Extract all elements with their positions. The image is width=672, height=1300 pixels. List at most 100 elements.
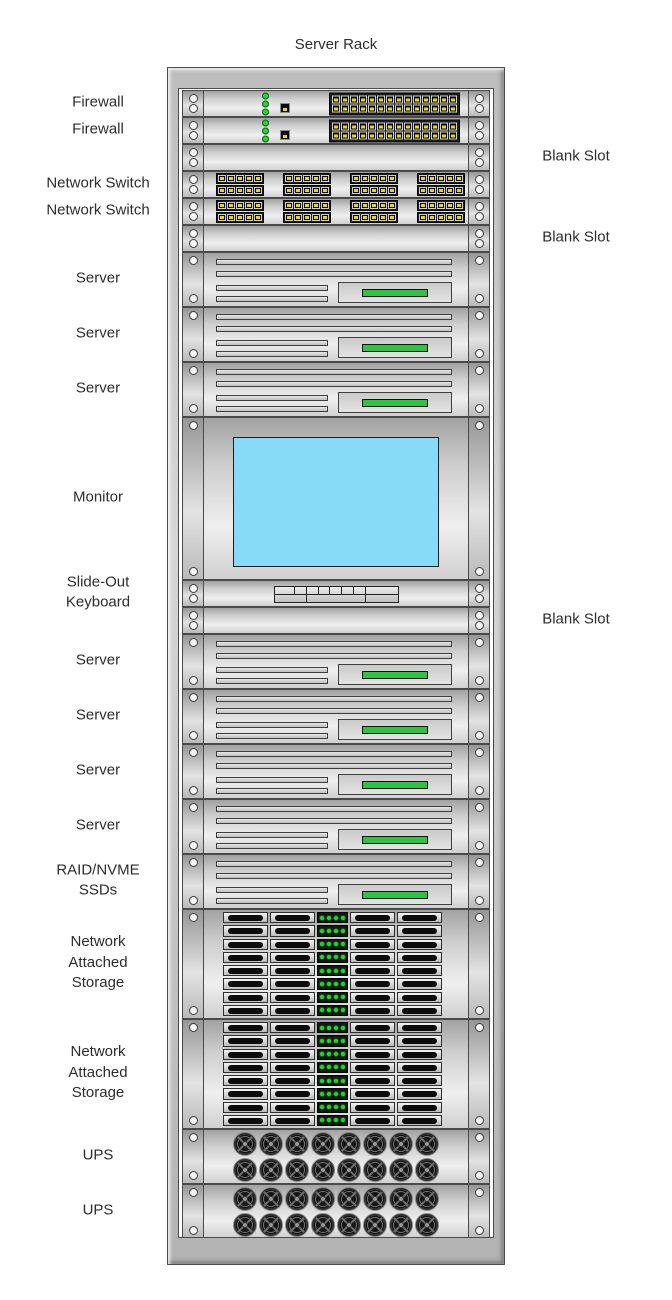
screw-icon (188, 841, 198, 850)
drive-bay (397, 1004, 442, 1016)
rack-unit-monitor[interactable] (182, 417, 490, 580)
screw-icon (188, 349, 198, 358)
ethernet-port-icon (377, 95, 385, 103)
drive-bay (223, 1035, 268, 1047)
screw-icon (188, 638, 198, 647)
ethernet-port-icon (413, 104, 421, 112)
rack-rail (183, 910, 204, 1018)
server-rack-frame[interactable] (167, 67, 505, 1265)
rack-unit-blank[interactable] (182, 225, 490, 252)
ethernet-port-icon (428, 202, 436, 209)
drive-slot (216, 285, 328, 291)
screw-icon (474, 404, 484, 413)
status-bar-led (362, 343, 428, 352)
drive-led-icon (340, 941, 346, 948)
rack-unit-blank[interactable] (182, 144, 490, 171)
unit-label: Server (75, 269, 121, 287)
ethernet-port-icon (370, 187, 378, 194)
drive-led-icon (340, 1090, 346, 1097)
drive-bay (270, 1022, 315, 1034)
drive-led-icon (326, 927, 332, 934)
screw-icon (474, 421, 484, 430)
screw-icon (188, 803, 198, 812)
fan-icon (311, 1186, 335, 1211)
ethernet-port-icon (254, 214, 262, 221)
drive-led-icon (333, 1051, 339, 1058)
drive-slot (216, 861, 452, 867)
fan-icon (415, 1157, 439, 1182)
rack-unit-switch[interactable] (182, 198, 490, 225)
status-led-icon (262, 127, 269, 134)
fan-icon (337, 1212, 361, 1237)
rack-unit-nas[interactable] (182, 909, 490, 1019)
drive-slot (216, 369, 452, 375)
drive-led-icon (326, 1077, 332, 1084)
rack-unit-ups[interactable] (182, 1184, 490, 1237)
port-strip (216, 200, 264, 211)
fan-icon (337, 1157, 361, 1182)
screw-icon (188, 1116, 198, 1125)
drive-led-icon (340, 927, 346, 934)
drive-bay (350, 1114, 395, 1126)
unit-label: Server (75, 651, 121, 669)
drive-bay (397, 965, 442, 977)
rack-unit-blank[interactable] (182, 607, 490, 634)
drive-slot (216, 898, 328, 904)
screw-icon (188, 148, 198, 157)
fan-icon (415, 1212, 439, 1237)
drive-handle (354, 928, 391, 935)
drive-slot (216, 806, 452, 812)
drive-bay (350, 951, 395, 963)
ethernet-port-icon (245, 202, 253, 209)
port-strip (417, 200, 465, 211)
screw-icon (188, 858, 198, 867)
rack-unit-nas[interactable] (182, 1019, 490, 1129)
drive-slot (216, 314, 452, 320)
ethernet-port-icon (312, 202, 320, 209)
drive-handle (274, 928, 311, 935)
rack-rail (468, 363, 489, 416)
fan-icon (285, 1186, 309, 1211)
ethernet-port-icon (361, 187, 369, 194)
fan-icon (233, 1212, 257, 1237)
drive-row (222, 1048, 443, 1061)
rack-unit-server[interactable] (182, 689, 490, 744)
drive-led-icon (319, 954, 325, 961)
unit-body (204, 91, 468, 116)
rack-unit-server[interactable] (182, 634, 490, 689)
rack-unit-server[interactable] (182, 252, 490, 307)
status-led-icon (262, 135, 269, 142)
screw-icon (188, 1226, 198, 1235)
drive-slot (216, 843, 328, 849)
drive-led-cell (317, 1114, 348, 1126)
drive-handle (354, 1091, 391, 1098)
rack-unit-ups[interactable] (182, 1129, 490, 1184)
drive-handle (227, 1104, 264, 1111)
keyboard-key (342, 587, 354, 594)
ethernet-port-icon (352, 214, 360, 221)
drive-led-icon (340, 1024, 346, 1031)
rack-unit-server[interactable] (182, 307, 490, 362)
rack-unit-server[interactable] (182, 744, 490, 799)
drive-handle (354, 994, 391, 1001)
drive-bay (223, 1101, 268, 1113)
rack-unit-switch[interactable] (182, 171, 490, 198)
rack-unit-server[interactable] (182, 362, 490, 417)
rack-unit-server[interactable] (182, 854, 490, 909)
rack-unit-firewall[interactable] (182, 90, 490, 117)
unit-label: Network Attached Storage (68, 1042, 128, 1102)
drive-bay (397, 1088, 442, 1100)
rack-unit-server[interactable] (182, 799, 490, 854)
drive-bay (270, 1114, 315, 1126)
fan-icon (311, 1212, 335, 1237)
screw-icon (188, 621, 198, 630)
drive-handle (227, 1117, 264, 1124)
screw-icon (188, 693, 198, 702)
ethernet-port-icon (446, 202, 454, 209)
drive-bay (270, 925, 315, 937)
rack-unit-firewall[interactable] (182, 117, 490, 144)
unit-body (204, 363, 468, 416)
drive-slot (216, 395, 328, 401)
rack-unit-keyboard[interactable] (182, 580, 490, 607)
screw-icon (188, 158, 198, 167)
